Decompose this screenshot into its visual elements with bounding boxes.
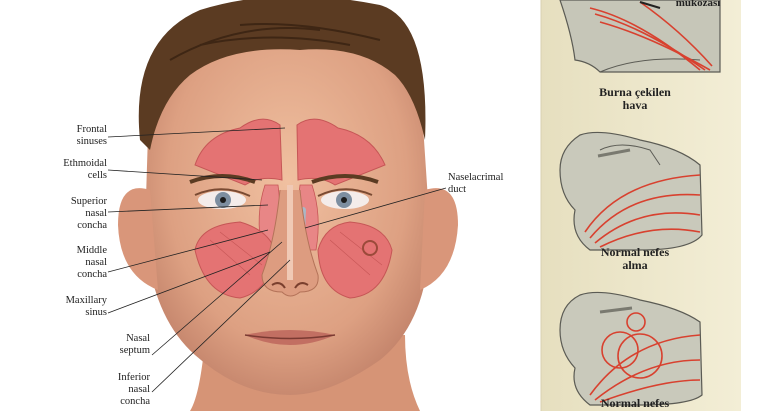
right-ear (420, 188, 458, 290)
frontal-sinus-left (194, 118, 283, 186)
sinus-texture (209, 231, 383, 276)
label-ethmoidal-cells: Ethmoidal cells (63, 158, 107, 181)
mouth (245, 330, 335, 345)
nostrils (271, 282, 309, 289)
label-superior-nasal-concha: Superior nasal concha (70, 196, 107, 231)
label-nasal-septum: Nasal septum (119, 333, 150, 356)
nasal-cavity-outline-3 (559, 291, 703, 406)
label-nasolacrimal-duct: Naselacrimal duct (448, 172, 504, 195)
mouth-line (244, 334, 336, 340)
airflow-panels (540, 0, 741, 411)
pointer-arrow-icon (639, 1, 661, 9)
left-ear (118, 188, 158, 290)
hair-strands (169, 23, 381, 61)
caption-normal-nefes: Normal nefes (600, 396, 670, 410)
label-inferior-nasal-concha: Inferior nasal concha (117, 372, 150, 407)
caption-normal-nefes-alma: Normal nefes alma (600, 245, 670, 272)
right-eye (311, 174, 379, 209)
left-eye (189, 174, 256, 209)
leader-lines (107, 127, 447, 393)
label-mukozasi: mukozası (675, 0, 721, 9)
duct-opening (362, 240, 378, 256)
label-middle-nasal-concha: Middle nasal concha (76, 245, 107, 280)
caption-burna-cekilen-hava: Burna çekilen hava (599, 85, 671, 112)
airflow-panel-1 (559, 0, 721, 73)
face-illustration (118, 0, 458, 411)
airflow-panel-3 (559, 291, 703, 406)
hair (138, 0, 426, 150)
airflow-panel-2 (559, 131, 703, 251)
label-frontal-sinuses: Frontal sinuses (76, 124, 107, 147)
label-maxillary-sinus: Maxillary sinus (65, 295, 107, 318)
